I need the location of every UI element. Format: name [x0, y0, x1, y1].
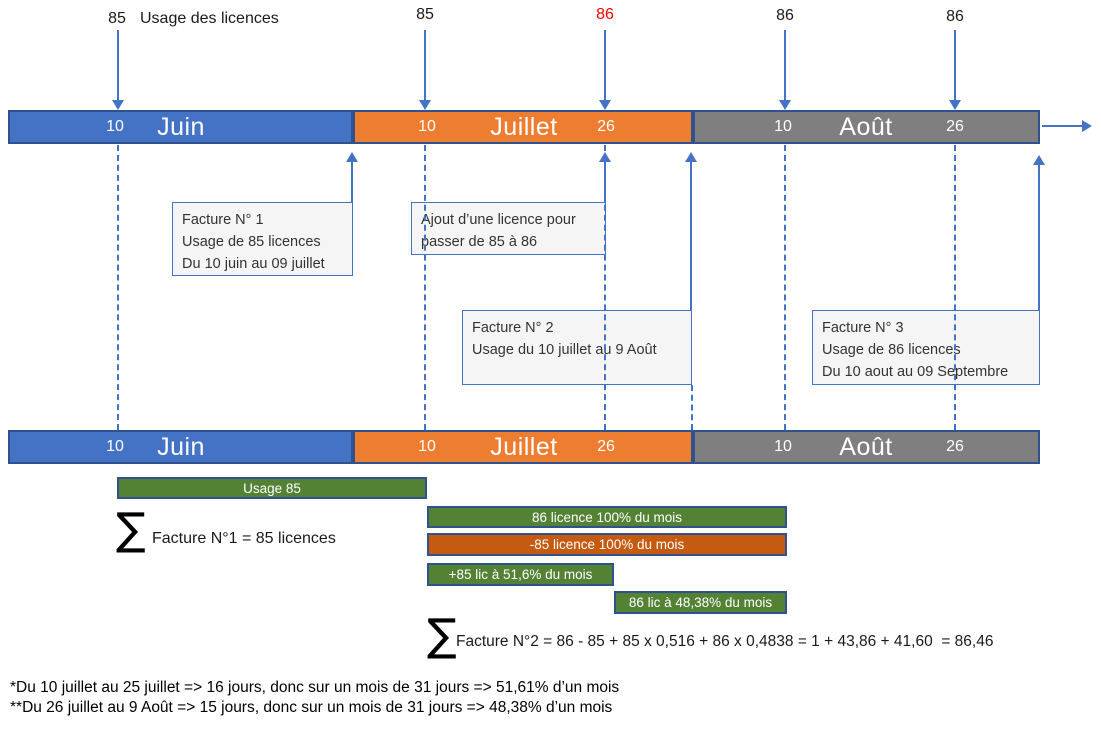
- licence-86-prorata-bar: 86 lic à 48,38% du mois: [614, 591, 787, 614]
- usage-marker-85-juillet: 85: [416, 6, 434, 23]
- timeline2-month-juin: Juin: [157, 433, 205, 461]
- right-arrow-icon: [1082, 120, 1092, 132]
- footnote-51-percent: *Du 10 juillet au 25 juillet => 16 jours…: [10, 679, 620, 696]
- ajout-licence-callout: Ajout d’une licence pour passer de 85 à …: [411, 202, 606, 255]
- down-arrow-icon: [112, 100, 124, 110]
- facture1-line: Du 10 juin au 09 juillet: [182, 255, 325, 272]
- dashed-guide-26juillet: [604, 145, 606, 430]
- timeline2-bar-juillet: [353, 430, 693, 464]
- down-arrow-line: [604, 30, 606, 101]
- timeline2-day-26-aout: 26: [946, 438, 964, 455]
- up-arrow-line-facture2: [690, 161, 692, 310]
- timeline1-month-juin: Juin: [157, 113, 205, 141]
- dashed-guide-finjuillet: [691, 385, 693, 430]
- ajout-line: Ajout d’une licence pour: [421, 212, 576, 228]
- facture1-formula: Facture N°1 = 85 licences: [152, 530, 336, 547]
- timeline2-day-10-juillet: 10: [418, 438, 436, 455]
- facture2-formula: Facture N°2 = 86 - 85 + 85 x 0,516 + 86 …: [456, 633, 994, 650]
- timeline1-day-26-aout: 26: [946, 118, 964, 135]
- up-arrow-line-facture3: [1038, 164, 1040, 310]
- timeline2-bar-juin: [8, 430, 353, 464]
- facture3-callout: Facture N° 3 Usage de 86 licences Du 10 …: [812, 310, 1040, 385]
- up-arrow-icon: [346, 152, 358, 162]
- timeline1-month-juillet: Juillet: [490, 113, 558, 141]
- timeline1-day-10-juin: 10: [106, 118, 124, 135]
- down-arrow-icon: [779, 100, 791, 110]
- timeline1-bar-aout: [693, 110, 1040, 144]
- usage-marker-86-red: 86: [596, 6, 614, 23]
- dashed-guide-10juillet: [424, 145, 426, 430]
- timeline2-month-aout: Août: [839, 433, 893, 461]
- timeline2-day-10-juin: 10: [106, 438, 124, 455]
- up-arrow-line-ajout: [604, 161, 606, 203]
- facture3-line: Du 10 aout au 09 Septembre: [822, 363, 1009, 380]
- down-arrow-icon: [949, 100, 961, 110]
- timeline2-month-juillet: Juillet: [490, 433, 558, 461]
- footnote-48-percent: **Du 26 juillet au 9 Août => 15 jours, d…: [10, 699, 613, 716]
- timeline1-bar-juin: [8, 110, 353, 144]
- timeline-continuation-line: [1042, 125, 1084, 127]
- down-arrow-icon: [419, 100, 431, 110]
- dashed-guide-10aout: [784, 145, 786, 430]
- timeline1-month-aout: Août: [839, 113, 893, 141]
- timeline2-bar-aout: [693, 430, 1040, 464]
- licence-86-full-month-bar: 86 licence 100% du mois: [427, 506, 787, 528]
- facture1-line: Usage de 85 licences: [182, 233, 321, 250]
- down-arrow-icon: [599, 100, 611, 110]
- plus-85-prorata-bar: +85 lic à 51,6% du mois: [427, 563, 614, 586]
- timeline1-bar-juillet: [353, 110, 693, 144]
- facture3-line: Facture N° 3: [822, 320, 904, 336]
- sigma-icon: ∑: [427, 610, 457, 661]
- dashed-guide-10juin: [117, 145, 119, 430]
- up-arrow-icon: [685, 152, 697, 162]
- facture1-line: Facture N° 1: [182, 212, 264, 228]
- usage-marker-86-aout26: 86: [946, 8, 964, 25]
- timeline1-day-10-aout: 10: [774, 118, 792, 135]
- timeline2-day-26-juillet: 26: [597, 438, 615, 455]
- timeline1-day-26-juillet: 26: [597, 118, 615, 135]
- minus-85-full-month-bar: -85 licence 100% du mois: [427, 533, 787, 556]
- down-arrow-line: [117, 30, 119, 101]
- up-arrow-line-facture1: [351, 161, 353, 203]
- facture2-callout: Facture N° 2 Usage du 10 juillet au 9 Ao…: [462, 310, 692, 385]
- up-arrow-icon: [599, 152, 611, 162]
- dashed-guide-26aout: [954, 145, 956, 430]
- down-arrow-line: [954, 30, 956, 101]
- up-arrow-icon: [1033, 155, 1045, 165]
- usage-marker-86-aout10: 86: [776, 7, 794, 24]
- ajout-line: passer de 85 à 86: [421, 233, 538, 250]
- facture1-callout: Facture N° 1 Usage de 85 licences Du 10 …: [172, 202, 353, 276]
- sigma-icon: ∑: [116, 504, 146, 555]
- usage-marker-85-juin: 85: [108, 10, 126, 27]
- usage-85-bar: Usage 85: [117, 477, 427, 499]
- timeline1-day-10-juillet: 10: [418, 118, 436, 135]
- facture3-line: Usage de 86 licences: [822, 341, 961, 358]
- facture2-line: Usage du 10 juillet au 9 Août: [472, 341, 657, 358]
- down-arrow-line: [424, 30, 426, 101]
- down-arrow-line: [784, 30, 786, 101]
- timeline2-day-10-aout: 10: [774, 438, 792, 455]
- facture2-line: Facture N° 2: [472, 320, 554, 336]
- usage-des-licences-label: Usage des licences: [140, 10, 279, 27]
